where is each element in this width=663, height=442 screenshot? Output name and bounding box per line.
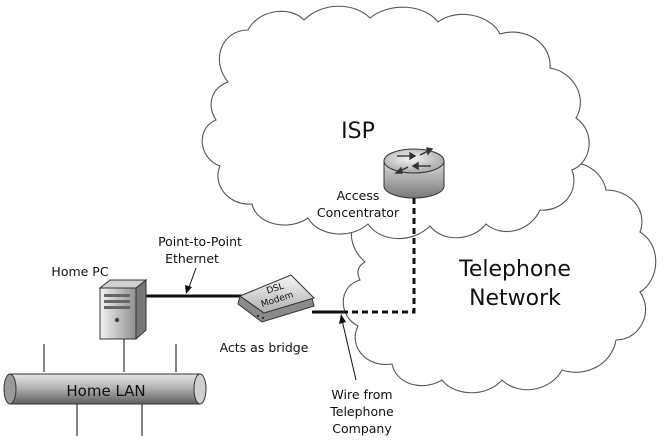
- wire-from-label-line3: Company: [332, 421, 392, 436]
- dsl-modem: DSL Modem: [237, 274, 315, 323]
- p2p-ethernet-label-line1: Point-to-Point: [158, 234, 242, 249]
- telephone-network-label-line2: Network: [469, 286, 561, 311]
- wire-from-label-line1: Wire from: [331, 387, 392, 402]
- router-icon: [383, 147, 445, 199]
- home-pc-label: Home PC: [51, 264, 108, 279]
- telephone-wire-arrow: [339, 314, 357, 381]
- isp-label: ISP: [341, 119, 375, 144]
- home-pc-icon: [98, 278, 148, 372]
- home-lan-bus: [3, 373, 207, 405]
- access-concentrator-label-line1: Access: [337, 188, 380, 203]
- isp-cloud: [201, 5, 590, 240]
- home-lan-drops: [43, 344, 177, 436]
- access-concentrator-label-line2: Concentrator: [317, 205, 400, 220]
- p2p-ethernet-label-line2: Ethernet: [165, 251, 219, 266]
- wire-from-label-line2: Telephone: [329, 404, 394, 419]
- telephone-network-label-line1: Telephone: [458, 257, 571, 282]
- home-lan-label: Home LAN: [66, 382, 145, 400]
- dsl-link-dashed: [346, 198, 416, 314]
- acts-as-bridge-label: Acts as bridge: [220, 340, 309, 355]
- p2p-ethernet-arrow: [185, 267, 197, 294]
